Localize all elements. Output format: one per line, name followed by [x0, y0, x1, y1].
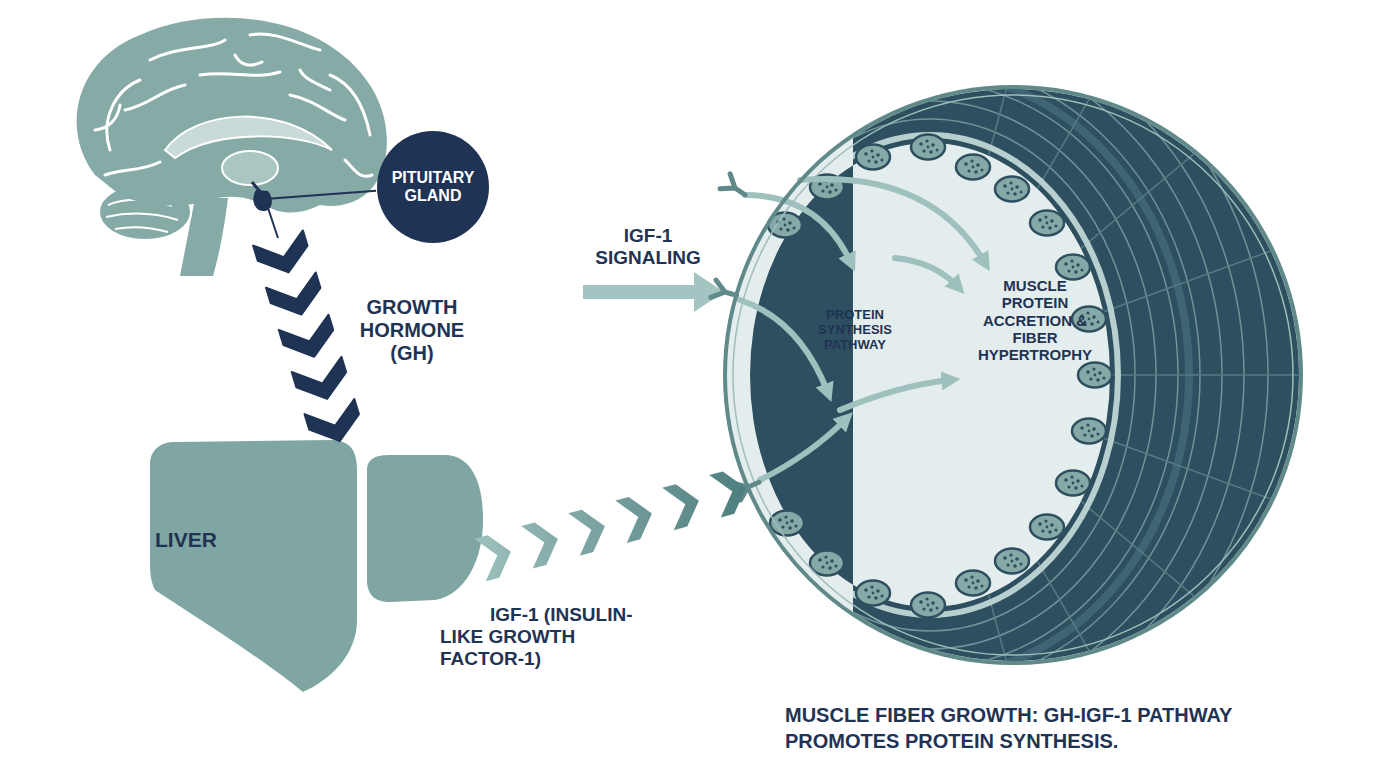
node-text: MUSCLE PROTEIN ACCRETION & FIBER HYPERTR…	[975, 277, 1095, 363]
pituitary-circle: PITUITARY GLAND	[376, 130, 490, 244]
node-text: PROTEIN SYNTHESIS PATHWAY	[813, 308, 897, 353]
myofibril-band	[592, 0, 1376, 768]
receptors	[711, 174, 763, 500]
cell-membrane	[725, 87, 1301, 663]
pituitary-stalk	[252, 182, 262, 194]
liver-left-lobe	[150, 440, 357, 692]
liver-right-lobe	[367, 455, 483, 602]
cell-inner-ring	[733, 95, 1293, 655]
brain-folds	[95, 34, 372, 176]
chevron-arrow	[474, 471, 746, 581]
brainstem	[180, 198, 228, 276]
liver-shape	[145, 430, 490, 705]
pituitary-spot	[253, 190, 272, 211]
chevron-arrow	[253, 191, 376, 441]
muscle-fiber-circle: PROTEIN SYNTHESIS PATHWAY MUSCLE PROTEIN …	[723, 85, 1303, 665]
muscle-fiber-shape	[723, 85, 1303, 665]
edge-label: IGF-1 (INSULIN-LIKE GROWTH FACTOR-1)	[440, 604, 645, 670]
cerebellum-folds	[106, 200, 178, 232]
corpus-callosum	[165, 117, 332, 158]
edge-label: GROWTH HORMONE (GH)	[356, 296, 468, 365]
caption: MUSCLE FIBER GROWTH: GH-IGF-1 PATHWAY PR…	[785, 702, 1275, 754]
node-text: LIVER	[155, 528, 235, 552]
cerebellum	[99, 184, 191, 240]
cerebrum	[77, 18, 387, 213]
brain-illustration	[77, 18, 387, 276]
free-label: IGF-1 SIGNALING	[588, 225, 708, 269]
node-text: PITUITARY GLAND	[383, 169, 483, 206]
signaling-arrow	[583, 272, 724, 312]
liver-shape: LIVER	[145, 430, 490, 705]
thalamus	[222, 151, 278, 185]
